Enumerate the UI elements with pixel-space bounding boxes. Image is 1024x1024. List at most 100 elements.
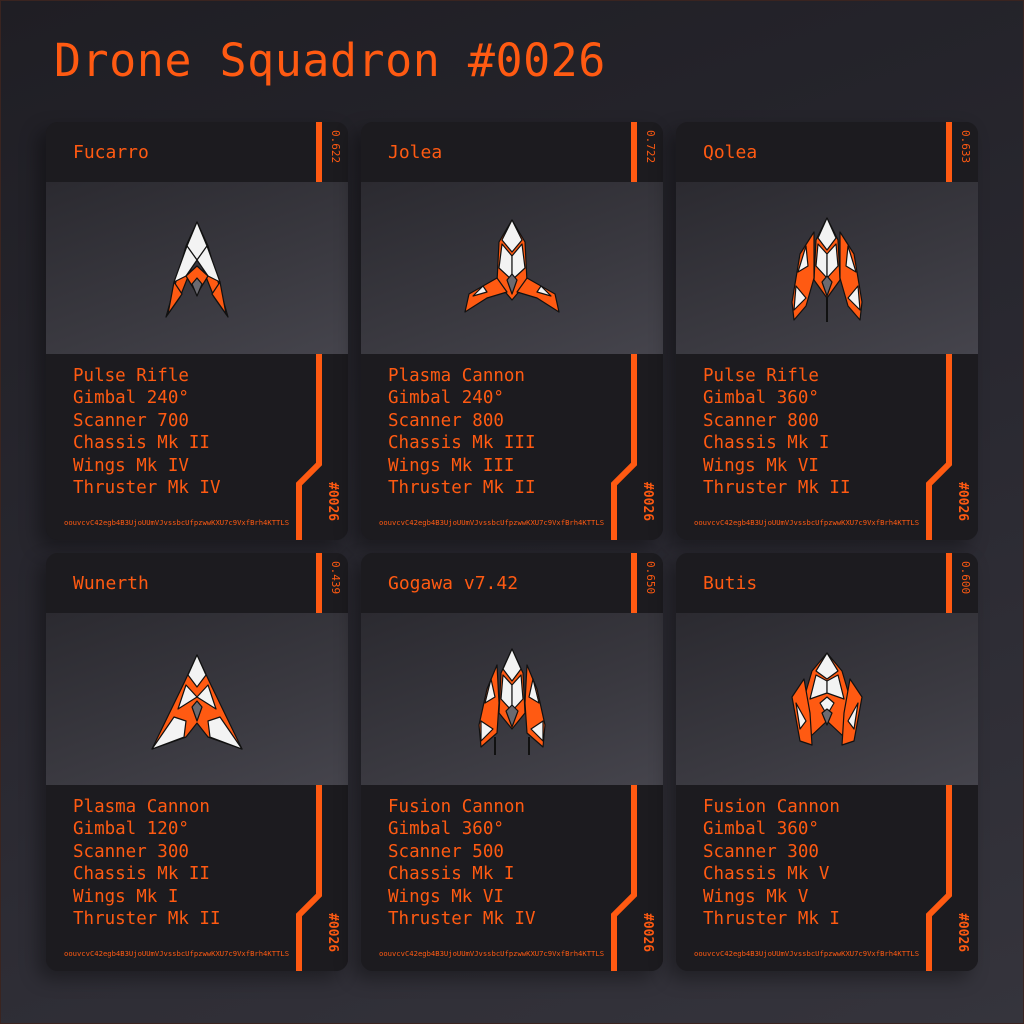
drone-name: Gogawa v7.42 <box>388 573 519 594</box>
stat-thruster: Thruster Mk II <box>703 478 851 499</box>
corner-accent-icon <box>611 354 637 540</box>
stat-weapon: Pulse Rifle <box>703 366 819 386</box>
stat-thruster: Thruster Mk IV <box>388 909 536 930</box>
drone-ship-icon <box>791 217 863 322</box>
squad-id: #0026 <box>955 913 970 953</box>
stat-chassis: Chassis Mk III <box>388 433 536 454</box>
rating-bar <box>631 553 637 613</box>
drone-rating: 0.650 <box>644 561 657 595</box>
drone-name: Qolea <box>703 142 758 163</box>
rating-bar <box>316 553 322 613</box>
rating-bar <box>946 122 952 182</box>
card-hash: oouvcvC42egb4B3UjoUUmVJvssbcUfpzwwKXU7c9… <box>379 949 605 958</box>
squad-id: #0026 <box>640 913 655 953</box>
stat-gimbal: Gimbal 240° <box>73 388 189 409</box>
stat-weapon: Pulse Rifle <box>73 366 189 386</box>
drone-card[interactable]: Gogawa v7.42 0.650 Fusion Cannon <box>361 553 663 971</box>
drone-rating: 0.439 <box>329 561 342 595</box>
stat-wings: Wings Mk I <box>73 886 179 907</box>
stat-weapon: Plasma Cannon <box>73 797 210 817</box>
stat-wings: Wings Mk III <box>388 455 515 476</box>
stat-chassis: Chassis Mk V <box>703 864 830 885</box>
drone-ship-icon <box>791 652 863 746</box>
drone-art <box>46 182 348 354</box>
stat-gimbal: Gimbal 360° <box>703 388 819 409</box>
stat-chassis: Chassis Mk II <box>73 864 210 885</box>
squad-id: #0026 <box>325 482 340 522</box>
stat-weapon: Fusion Cannon <box>388 797 525 817</box>
drone-card[interactable]: Butis 0.600 Fusion Cannon Gimbal 360° Sc… <box>676 553 978 971</box>
stat-chassis: Chassis Mk II <box>73 433 210 454</box>
corner-accent-icon <box>296 354 322 540</box>
rating-bar <box>316 122 322 182</box>
drone-card[interactable]: Qolea 0.633 Pulse Rifle Gimbal <box>676 122 978 540</box>
stat-wings: Wings Mk V <box>703 886 809 907</box>
corner-accent-icon <box>926 354 952 540</box>
corner-accent-icon <box>296 785 322 971</box>
drone-ship-icon <box>165 221 229 318</box>
stat-scanner: Scanner 800 <box>703 410 819 431</box>
stats-panel: Plasma Cannon Gimbal 240° Scanner 800 Ch… <box>361 354 663 540</box>
stat-scanner: Scanner 500 <box>388 841 504 862</box>
card-header: Butis 0.600 <box>676 553 978 613</box>
drone-name: Butis <box>703 573 758 594</box>
stat-gimbal: Gimbal 360° <box>388 819 504 840</box>
rating-bar <box>946 553 952 613</box>
drone-art <box>676 182 978 354</box>
stat-weapon: Plasma Cannon <box>388 366 525 386</box>
stat-wings: Wings Mk IV <box>73 455 189 476</box>
stat-wings: Wings Mk VI <box>388 886 504 907</box>
drone-ship-icon <box>464 219 560 313</box>
card-hash: oouvcvC42egb4B3UjoUUmVJvssbcUfpzwwKXU7c9… <box>64 949 290 958</box>
drone-card[interactable]: Wunerth 0.439 Plasma Cannon Gimbal 120° … <box>46 553 348 971</box>
drone-art <box>676 613 978 785</box>
drone-name: Wunerth <box>73 573 149 594</box>
drone-art <box>46 613 348 785</box>
stat-gimbal: Gimbal 120° <box>73 819 189 840</box>
drone-rating: 0.600 <box>959 561 972 595</box>
stat-thruster: Thruster Mk II <box>388 478 536 499</box>
drone-rating: 0.622 <box>329 130 342 164</box>
drone-ship-icon <box>478 648 546 755</box>
card-hash: oouvcvC42egb4B3UjoUUmVJvssbcUfpzwwKXU7c9… <box>694 949 920 958</box>
squad-id: #0026 <box>325 913 340 953</box>
drone-name: Fucarro <box>73 142 149 163</box>
stat-gimbal: Gimbal 240° <box>388 388 504 409</box>
corner-accent-icon <box>611 785 637 971</box>
stat-scanner: Scanner 300 <box>703 841 819 862</box>
stat-list: Plasma Cannon Gimbal 240° Scanner 800 Ch… <box>388 365 536 499</box>
stat-list: Plasma Cannon Gimbal 120° Scanner 300 Ch… <box>73 796 221 930</box>
stat-thruster: Thruster Mk IV <box>73 478 221 499</box>
drone-rating: 0.633 <box>959 130 972 164</box>
drone-rating: 0.722 <box>644 130 657 164</box>
squad-id: #0026 <box>640 482 655 522</box>
drone-art <box>361 182 663 354</box>
stat-thruster: Thruster Mk I <box>703 909 840 930</box>
stat-list: Pulse Rifle Gimbal 360° Scanner 800 Chas… <box>703 365 851 499</box>
card-header: Fucarro 0.622 <box>46 122 348 182</box>
page-title: Drone Squadron #0026 <box>54 34 606 87</box>
corner-accent-icon <box>926 785 952 971</box>
stat-chassis: Chassis Mk I <box>703 433 830 454</box>
drone-card[interactable]: Jolea 0.722 Plasma Cannon Gimbal 240° Sc… <box>361 122 663 540</box>
card-hash: oouvcvC42egb4B3UjoUUmVJvssbcUfpzwwKXU7c9… <box>64 518 290 527</box>
stat-scanner: Scanner 700 <box>73 410 189 431</box>
stat-wings: Wings Mk VI <box>703 455 819 476</box>
squad-id: #0026 <box>955 482 970 522</box>
rating-bar <box>631 122 637 182</box>
drone-art <box>361 613 663 785</box>
card-header: Qolea 0.633 <box>676 122 978 182</box>
stat-scanner: Scanner 800 <box>388 410 504 431</box>
drone-ship-icon <box>151 654 243 750</box>
stat-list: Fusion Cannon Gimbal 360° Scanner 300 Ch… <box>703 796 840 930</box>
stat-chassis: Chassis Mk I <box>388 864 515 885</box>
card-header: Gogawa v7.42 0.650 <box>361 553 663 613</box>
stat-list: Pulse Rifle Gimbal 240° Scanner 700 Chas… <box>73 365 221 499</box>
card-header: Jolea 0.722 <box>361 122 663 182</box>
stat-gimbal: Gimbal 360° <box>703 819 819 840</box>
drone-name: Jolea <box>388 142 443 163</box>
stat-thruster: Thruster Mk II <box>73 909 221 930</box>
drone-card[interactable]: Fucarro 0.622 Pulse Rifle Gimbal 240° Sc… <box>46 122 348 540</box>
card-hash: oouvcvC42egb4B3UjoUUmVJvssbcUfpzwwKXU7c9… <box>694 518 920 527</box>
stat-weapon: Fusion Cannon <box>703 797 840 817</box>
